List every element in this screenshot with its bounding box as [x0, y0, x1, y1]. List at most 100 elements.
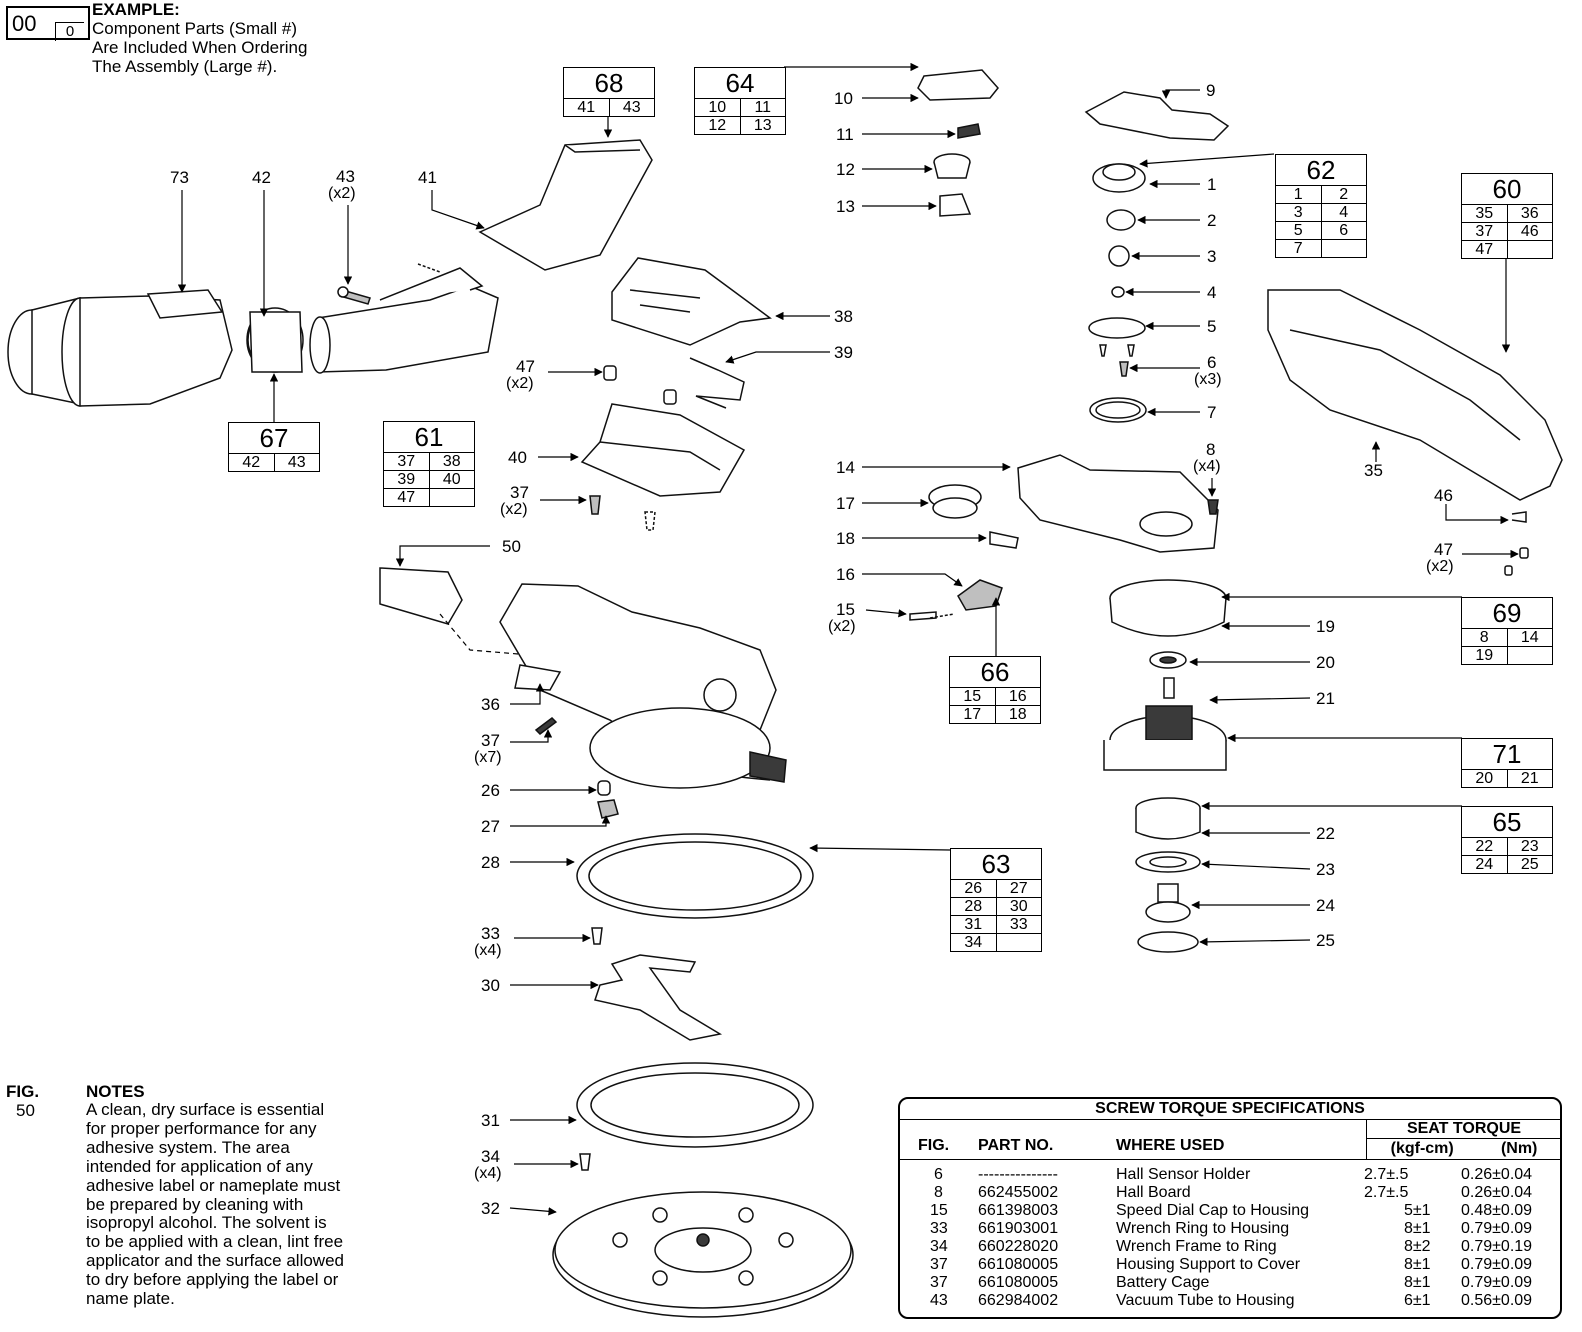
callout-23: 23: [1316, 860, 1335, 879]
assembly-part: 1: [1276, 186, 1322, 204]
example-box: 00 0: [6, 6, 90, 41]
callout-18: 18: [836, 529, 855, 548]
notes-fig-header: FIG.: [6, 1082, 40, 1101]
assembly-part: 43: [273, 454, 319, 471]
assembly-part: 40: [428, 470, 474, 489]
callout-39: 39: [834, 343, 853, 362]
part-38-cover: [611, 257, 772, 346]
example-title: EXAMPLE:: [92, 0, 180, 19]
part-14-hall-board: [1017, 454, 1219, 553]
cell-kgf-cm: 8±1: [1404, 1274, 1431, 1291]
callout-5: 5: [1207, 317, 1216, 336]
col-header-where-used: WHERE USED: [1116, 1137, 1225, 1154]
screw-torque-table: SCREW TORQUE SPECIFICATIONS FIG. PART NO…: [898, 1097, 1562, 1319]
assembly-part: 42: [229, 454, 275, 471]
cell-part-no: 660228020: [978, 1238, 1059, 1255]
assembly-part: 5: [1276, 221, 1322, 240]
assembly-number: 71: [1462, 739, 1552, 770]
assembly-part: 12: [695, 116, 741, 134]
part-37-screws: [589, 495, 656, 531]
assembly-part: 27: [995, 880, 1041, 898]
assembly-part: 22: [1462, 838, 1508, 856]
callout-27: 27: [481, 817, 500, 836]
note-line: name plate.: [86, 1289, 175, 1309]
assembly-part: 38: [428, 453, 474, 471]
torque-row: 37 661080005 Battery Cage 8±1 0.79±0.09: [900, 1274, 1560, 1292]
callout-8-qty: (x4): [1193, 458, 1221, 475]
callout-37b: 37: [481, 731, 500, 750]
assembly-part: 24: [1462, 855, 1508, 873]
callout-16: 16: [836, 565, 855, 584]
leader-lines: [177, 62, 1519, 1216]
torque-row: 15 661398003 Speed Dial Cap to Housing 5…: [900, 1202, 1560, 1220]
callout-10: 10: [834, 89, 853, 108]
callout-73: 73: [170, 168, 189, 187]
assembly-part: 2: [1320, 186, 1366, 204]
torque-table-title: SCREW TORQUE SPECIFICATIONS: [900, 1099, 1560, 1120]
assembly-part: 46: [1506, 222, 1552, 241]
cell-fig: 37: [930, 1256, 948, 1273]
cell-fig: 34: [930, 1238, 948, 1255]
assembly-part: [1506, 646, 1552, 664]
cell-kgf-cm: 8±2: [1404, 1238, 1431, 1255]
callout-labels: 73 42 43 (x2) 41 10 11 12 13 9 1 2 3 4 5…: [170, 81, 1454, 1218]
assembly-part: 16: [994, 688, 1040, 706]
callout-40: 40: [508, 448, 527, 467]
cell-nm: 0.79±0.09: [1461, 1256, 1533, 1273]
cell-where-used: Hall Board: [1116, 1184, 1191, 1201]
callout-25: 25: [1316, 931, 1335, 950]
example-line: Component Parts (Small #): [92, 19, 298, 38]
assembly-part: 39: [384, 470, 430, 489]
callout-19: 19: [1316, 617, 1335, 636]
assembly-part: 3: [1276, 203, 1322, 222]
part-21-rotor: [1103, 677, 1227, 771]
callout-33: 33: [481, 924, 500, 943]
assembly-part: 33: [995, 915, 1041, 934]
callout-32: 32: [481, 1199, 500, 1218]
col-header-kgf-cm: (kgf-cm): [1390, 1140, 1454, 1157]
part-22-25-bearing-stack: [1135, 797, 1201, 953]
assembly-part: 34: [951, 933, 997, 951]
part-9-label: [1084, 91, 1230, 141]
assembly-part: 35: [1462, 205, 1508, 223]
note-line: adhesive label or nameplate must: [86, 1175, 341, 1195]
callout-43-qty: (x2): [328, 185, 356, 202]
callout-37b-qty: (x7): [474, 749, 502, 766]
assembly-number: 65: [1462, 807, 1552, 838]
part-32-pad: [552, 1191, 854, 1318]
assembly-number: 68: [564, 68, 654, 99]
callout-42: 42: [252, 168, 271, 187]
callout-24: 24: [1316, 896, 1335, 915]
assembly-part: 20: [1462, 770, 1508, 787]
torque-row: 43 662984002 Vacuum Tube to Housing 6±1 …: [900, 1292, 1560, 1310]
callout-11: 11: [836, 125, 854, 144]
note-line: for proper performance for any: [86, 1118, 317, 1138]
cell-nm: 0.48±0.09: [1461, 1202, 1533, 1219]
part-30-wrench-frame: [594, 954, 723, 1041]
part-36-support: [514, 664, 562, 691]
cell-part-no: 662984002: [978, 1292, 1059, 1309]
example-line: Are Included When Ordering: [92, 38, 308, 57]
part-8-screw: [1207, 499, 1219, 515]
notes-fig-number: 50: [16, 1101, 35, 1120]
cell-where-used: Wrench Ring to Housing: [1116, 1220, 1290, 1237]
callout-38: 38: [834, 307, 853, 326]
note-line: to be applied with a clean, lint free: [86, 1232, 344, 1252]
part-43-screw: [337, 263, 441, 305]
assembly-part: 8: [1462, 629, 1508, 647]
cell-fig: 37: [930, 1274, 948, 1291]
assembly-part: 18: [994, 705, 1040, 723]
cell-part-no: 661080005: [978, 1256, 1059, 1273]
note-line: intended for application of any: [86, 1156, 313, 1176]
callout-15-qty: (x2): [828, 618, 856, 635]
cell-part-no: ---------------: [978, 1166, 1058, 1183]
assembly-number: 67: [229, 423, 319, 454]
note-line: to dry before applying the label or: [86, 1270, 339, 1290]
cell-kgf-cm: 2.7±.5: [1364, 1184, 1409, 1201]
callout-30: 30: [481, 976, 500, 995]
